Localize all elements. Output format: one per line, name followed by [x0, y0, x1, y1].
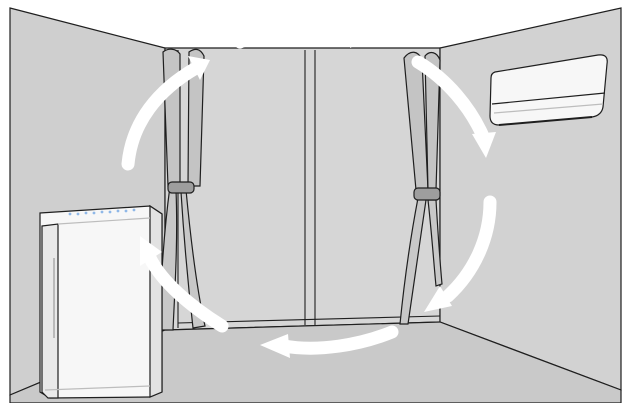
air-purifier-icon — [40, 206, 162, 398]
back-wall — [165, 48, 440, 330]
